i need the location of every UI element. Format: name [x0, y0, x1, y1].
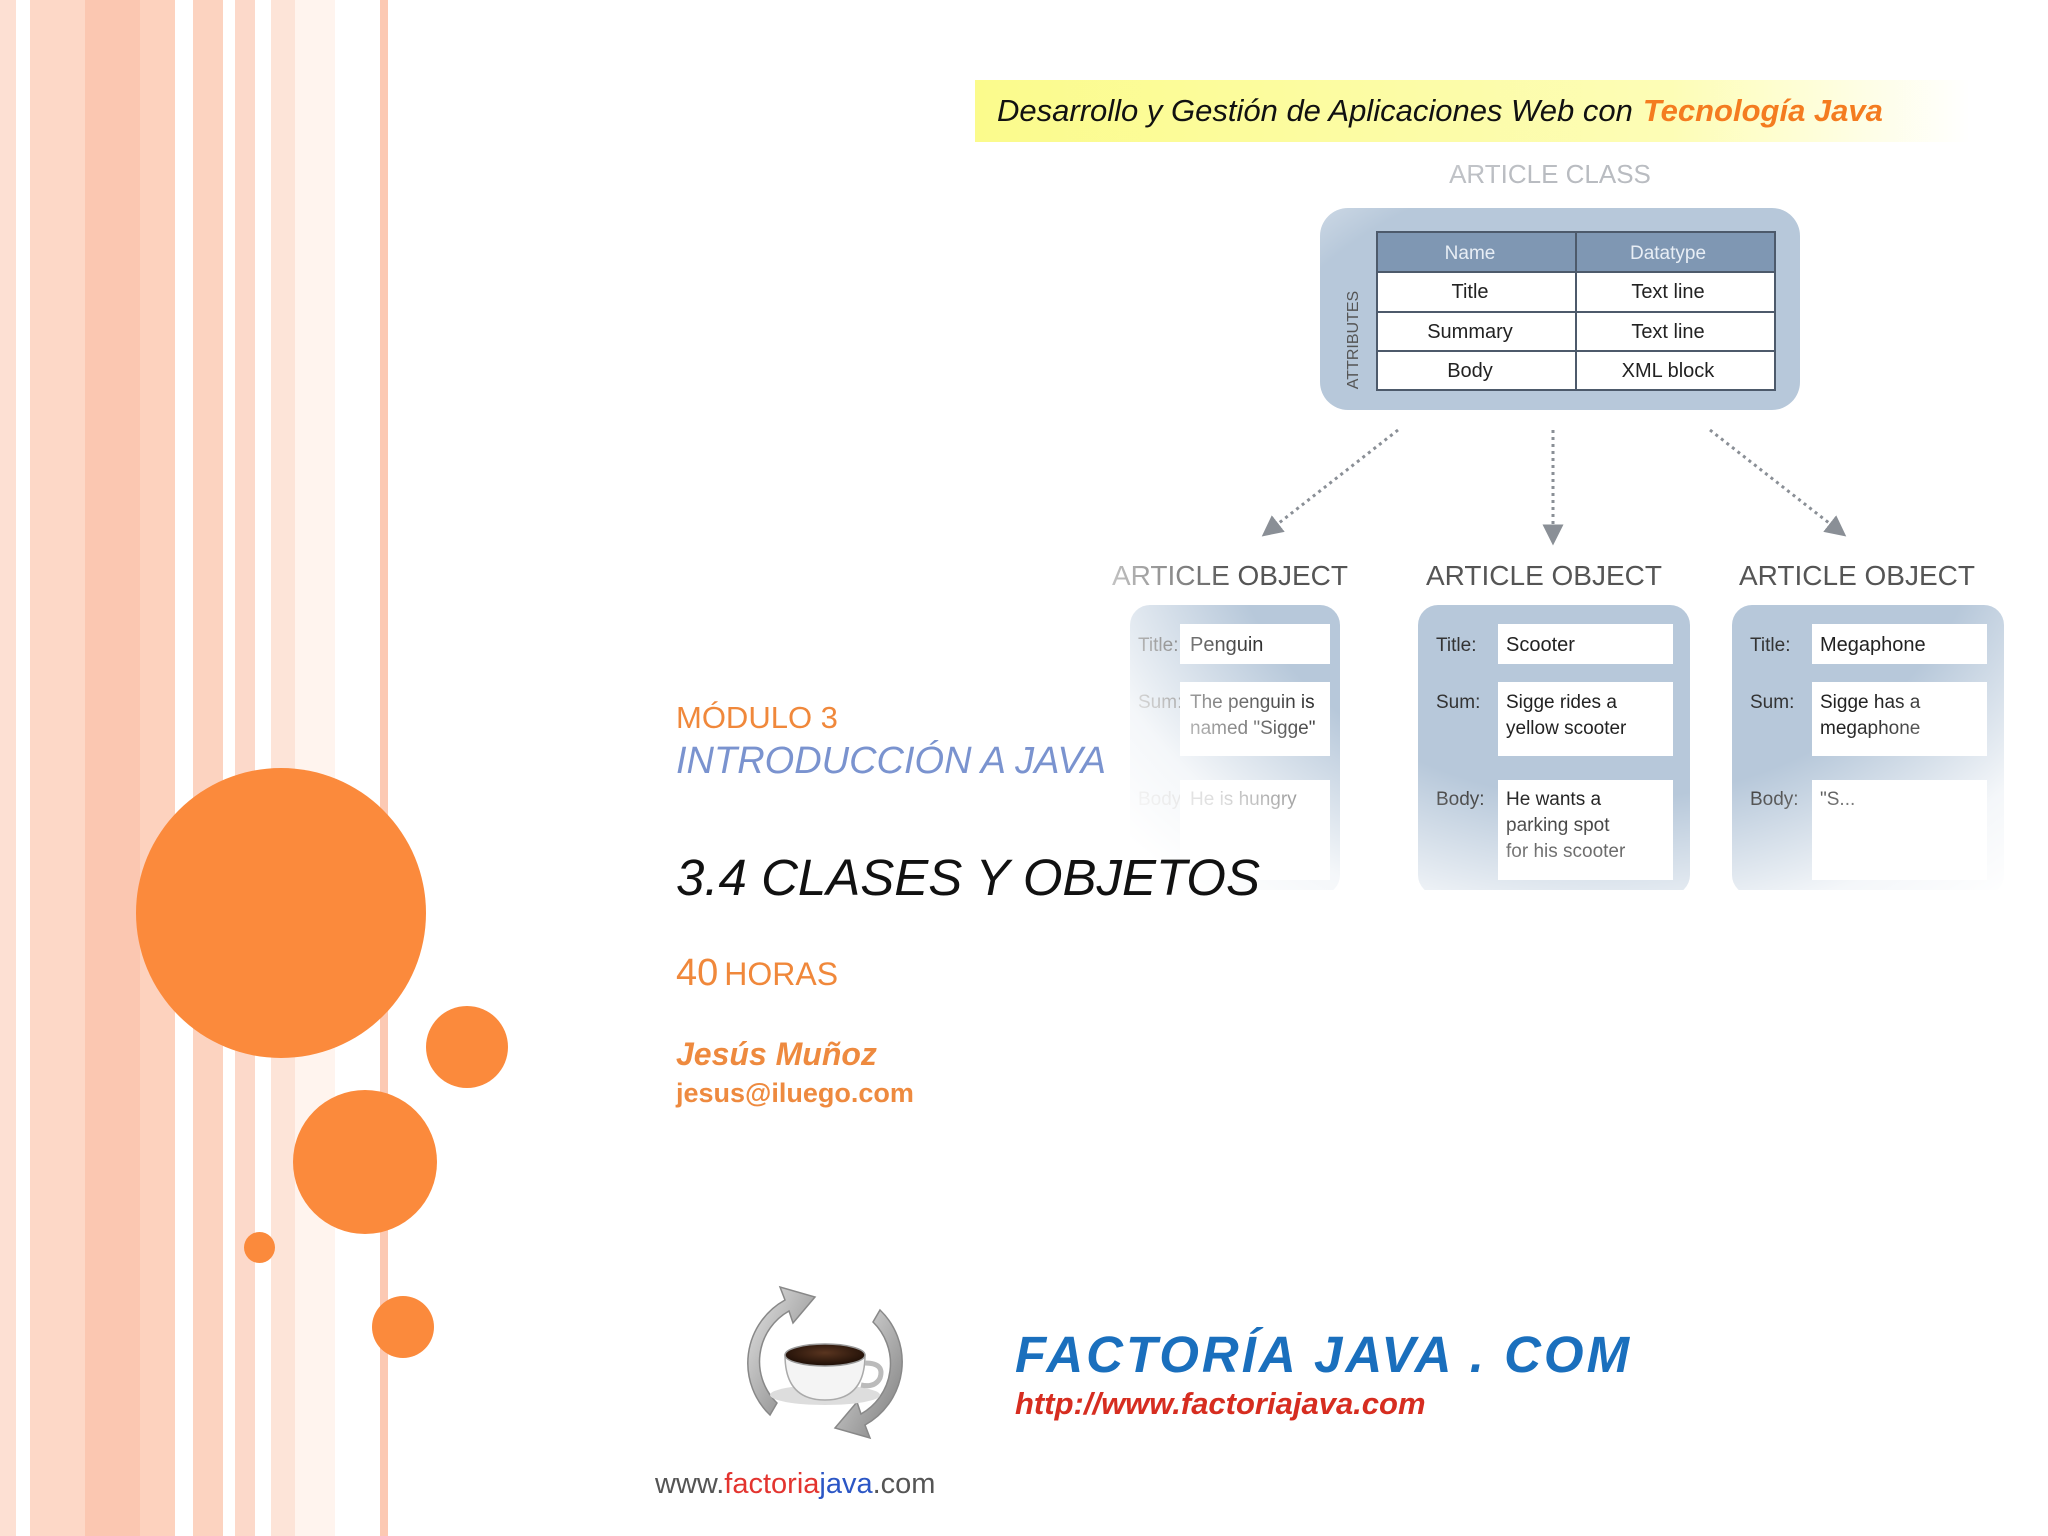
course-accent: Tecnología Java: [1642, 93, 1883, 128]
class-object-diagram: ARTICLE CLASS ATTRIBUTES Name Datatype T…: [1110, 150, 2010, 895]
module-subtitle: INTRODUCCIÓN A JAVA: [676, 740, 1107, 782]
object-body-label: Body:: [1138, 789, 1187, 810]
object-body-line2: parking spot: [1506, 815, 1610, 836]
object-body-line3: for his scooter: [1506, 841, 1626, 862]
brand-name: FACTORÍA JAVA . COM: [1015, 1326, 1633, 1383]
object-sum-line2: named "Sigge": [1190, 718, 1315, 739]
object-body-label: Body:: [1750, 789, 1799, 810]
object-body-line1: "S...: [1820, 789, 1855, 810]
caption-java: java: [819, 1468, 873, 1500]
caption-www: www.: [655, 1468, 725, 1500]
hours-unit: HORAS: [724, 956, 839, 992]
decorative-stripes: [0, 0, 400, 1536]
object-heading: ARTICLE OBJECT: [1426, 560, 1662, 591]
large-circle-decoration: [136, 768, 426, 1058]
row-summary-name: Summary: [1427, 321, 1513, 343]
object-sum-label: Sum:: [1138, 692, 1182, 713]
object-body-label: Body:: [1436, 789, 1485, 810]
object-title-label: Title:: [1138, 635, 1178, 656]
object-sum-line1: Sigge rides a: [1506, 692, 1617, 713]
article-object-penguin: ARTICLE OBJECT Title: Penguin Sum: The p…: [1112, 560, 1348, 895]
class-heading: ARTICLE CLASS: [1449, 159, 1651, 189]
object-sum-label: Sum:: [1436, 692, 1480, 713]
row-title-type: Text line: [1631, 281, 1704, 303]
author-name: Jesús Muñoz: [676, 1036, 877, 1072]
article-object-megaphone: ARTICLE OBJECT Title: Megaphone Sum: Sig…: [1732, 560, 2004, 895]
slide-title: 3.4 CLASES Y OBJETOS: [676, 849, 1260, 906]
object-sum-line1: Sigge has a: [1820, 692, 1921, 713]
row-body-name: Body: [1447, 360, 1493, 382]
small-circle-decoration: [426, 1006, 508, 1088]
caption-com: .com: [872, 1468, 936, 1500]
logo-caption: www.factoriajava.com: [655, 1468, 935, 1501]
object-sum-line1: The penguin is: [1190, 692, 1315, 713]
object-title-value: Megaphone: [1820, 634, 1926, 656]
column-datatype-header: Datatype: [1630, 243, 1706, 264]
caption-factoria: factoria: [724, 1468, 820, 1500]
row-body-type: XML block: [1622, 360, 1716, 382]
object-sum-label: Sum:: [1750, 692, 1794, 713]
course-title: Desarrollo y Gestión de Aplicaciones Web…: [997, 93, 1633, 128]
object-body-line1: He is hungry: [1190, 789, 1297, 810]
object-title-label: Title:: [1436, 635, 1476, 656]
column-name-header: Name: [1445, 243, 1496, 264]
object-title-value: Scooter: [1506, 634, 1575, 656]
object-sum-line2: megaphone: [1820, 718, 1920, 739]
medium-circle-decoration: [293, 1090, 437, 1234]
tiny-circle-decoration: [244, 1232, 275, 1263]
brand-url-link[interactable]: http://www.factoriajava.com: [1015, 1386, 1426, 1421]
object-title-label: Title:: [1750, 635, 1790, 656]
object-heading: ARTICLE OBJECT: [1739, 560, 1975, 591]
object-heading: ARTICLE OBJECT: [1112, 560, 1348, 591]
row-title-name: Title: [1451, 281, 1488, 303]
author-email[interactable]: jesus@iluego.com: [676, 1078, 914, 1108]
module-label: MÓDULO 3: [676, 700, 838, 735]
object-title-value: Penguin: [1190, 634, 1263, 656]
hours-number: 40: [676, 952, 719, 994]
article-object-scooter: ARTICLE OBJECT Title: Scooter Sum: Sigge…: [1418, 560, 1690, 895]
attributes-label: ATTRIBUTES: [1345, 291, 1362, 389]
object-sum-line2: yellow scooter: [1506, 718, 1627, 739]
course-banner: Desarrollo y Gestión de Aplicaciones Web…: [975, 80, 1970, 142]
object-body-line1: He wants a: [1506, 789, 1601, 810]
small-circle-decoration-bottom: [372, 1296, 434, 1358]
row-summary-type: Text line: [1631, 321, 1704, 343]
coffee-cup-logo: [725, 1275, 925, 1450]
